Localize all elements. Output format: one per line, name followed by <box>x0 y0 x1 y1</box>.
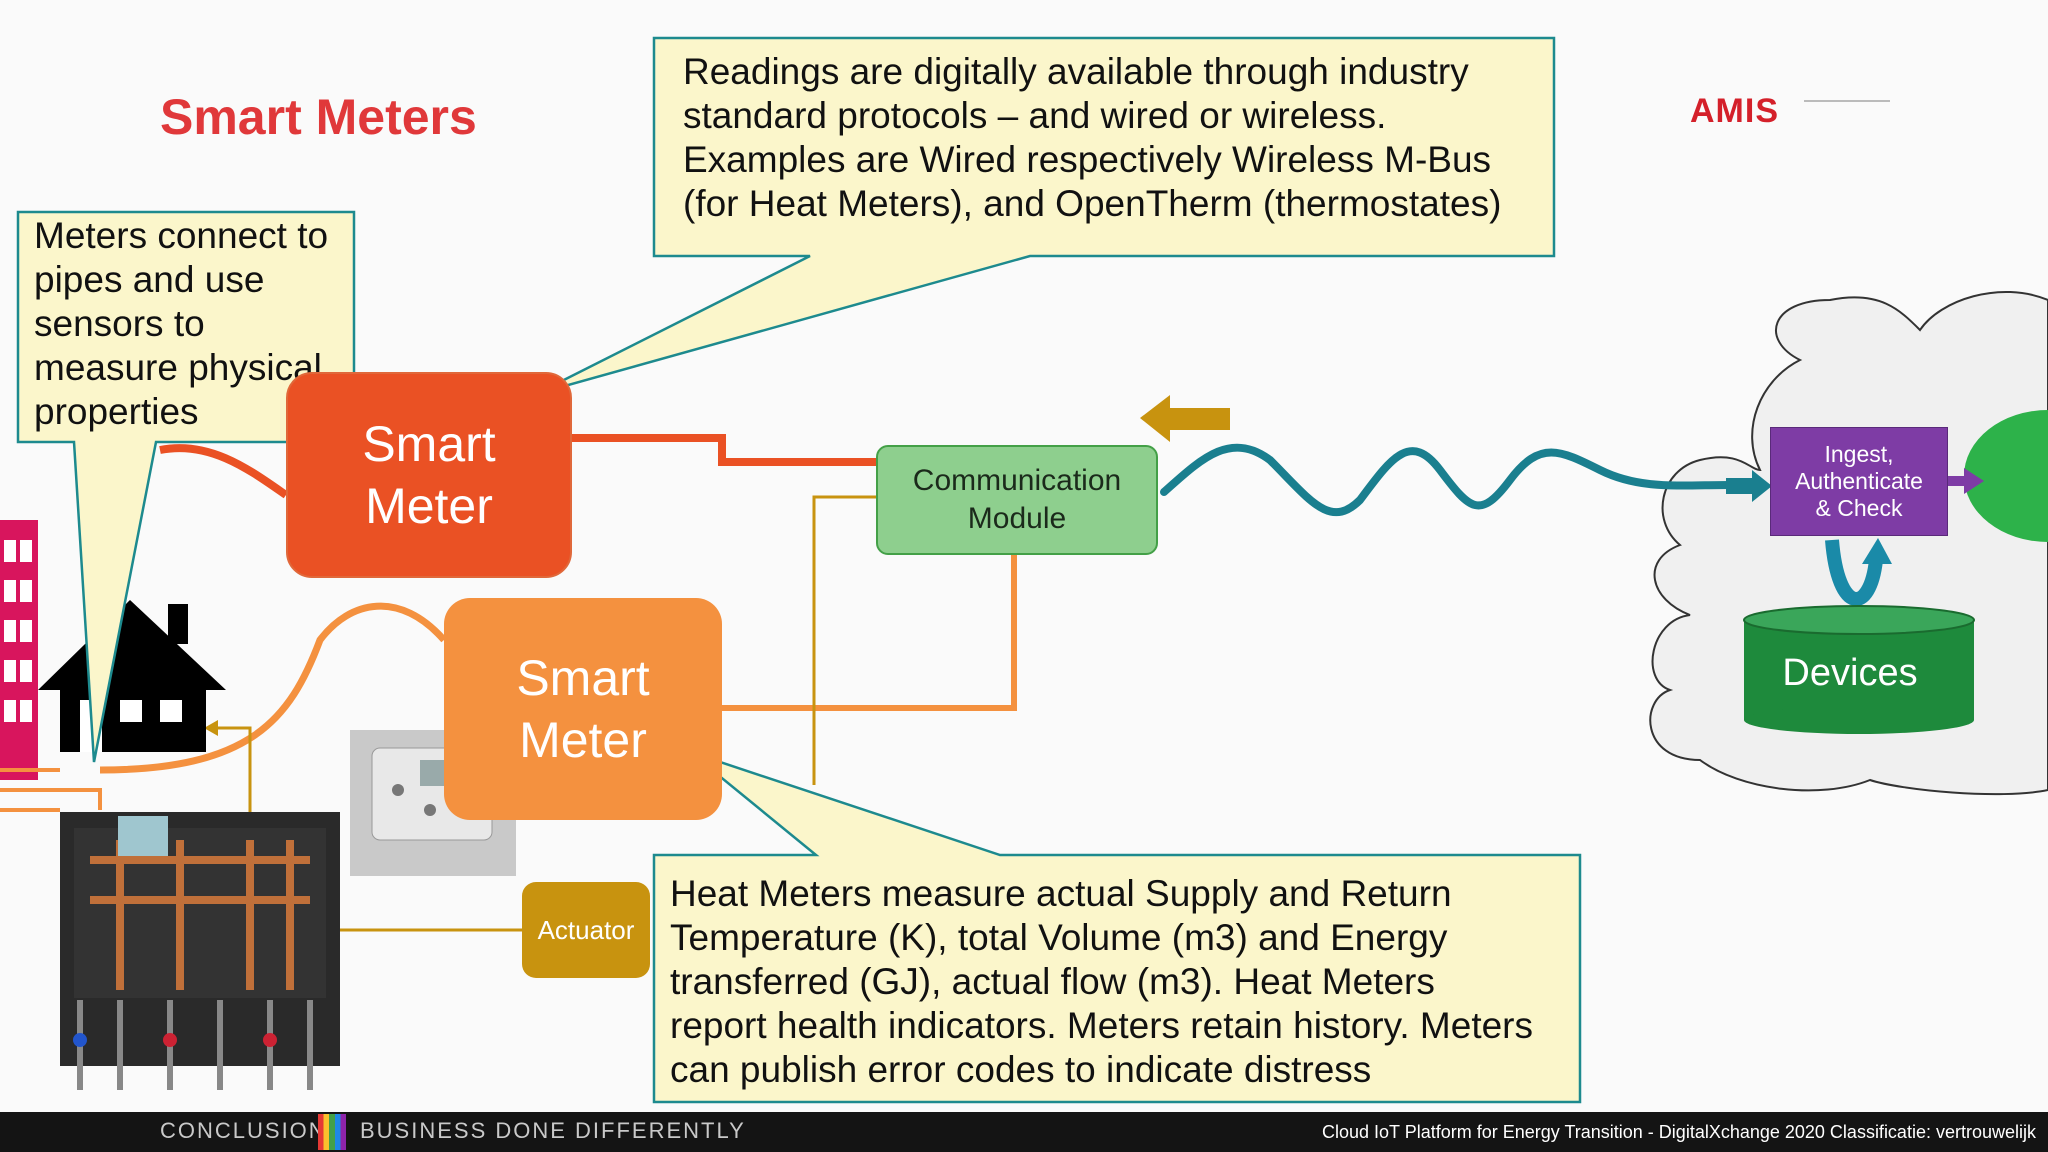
devices-label: Devices <box>1782 652 1918 694</box>
callout-line: Heat Meters measure actual Supply and Re… <box>670 873 1452 914</box>
heat-unit-photo <box>60 812 340 1090</box>
wave-to-ingest-arrow <box>1726 478 1754 494</box>
smart-meter-label: Meter <box>519 712 647 768</box>
smart-meter-label: Smart <box>362 416 496 472</box>
devices-cylinder-top <box>1743 605 1975 635</box>
callout-bottom-text: Heat Meters measure actual Supply and Re… <box>670 872 1533 1092</box>
communication-module-label: Module <box>967 502 1067 535</box>
wave-to-ingest-arrowhead <box>1752 470 1772 502</box>
ingest-devices-loop <box>1825 539 1883 606</box>
footer-tagline: BUSINESS DONE DIFFERENTLY <box>360 1118 746 1143</box>
callout-line: transferred (GJ), actual flow (m3). Heat… <box>670 961 1435 1002</box>
smart-meter-box-1: Smart Meter <box>286 372 572 578</box>
communication-module-label: Communication <box>912 464 1122 497</box>
callout-bottom-shape <box>652 750 1582 1104</box>
smart-meter-box-2: Smart Meter <box>444 598 722 820</box>
actuator-label: Actuator <box>537 914 635 945</box>
actuator-arrowhead <box>204 720 218 736</box>
callout-line: sensors to <box>34 303 205 344</box>
callout-line: (for Heat Meters), and OpenTherm (thermo… <box>683 183 1502 224</box>
ingest-label: & Check <box>1815 495 1903 521</box>
wireless-wave <box>1160 443 1734 517</box>
communication-module-box: Communication Module <box>876 445 1158 555</box>
footer-conclusion: CONCLUSION <box>160 1118 327 1143</box>
smart-meter-label: Meter <box>365 478 493 534</box>
callout-top-text: Readings are digitally available through… <box>683 50 1501 226</box>
callout-left-text: Meters connect to pipes and use sensors … <box>34 214 328 434</box>
callout-line: Examples are Wired respectively Wireless… <box>683 139 1492 180</box>
callout-line: properties <box>34 391 199 432</box>
sm1-to-comm-line <box>568 434 876 466</box>
smart-meter-label: Smart <box>516 650 650 706</box>
sm1-to-house-line <box>159 444 289 499</box>
house-icon <box>38 600 226 752</box>
devices-cylinder-bottom <box>1744 706 1974 734</box>
callout-line: Temperature (K), total Volume (m3) and E… <box>670 917 1448 958</box>
loop-arrowhead <box>1862 538 1892 564</box>
actuator-box: Actuator <box>522 882 650 978</box>
sm2-to-comm-line <box>722 551 1017 711</box>
sm2-to-house-line <box>99 602 447 774</box>
callout-line: Meters connect to <box>34 215 329 256</box>
ingest-box: Ingest, Authenticate & Check <box>1770 427 1948 536</box>
ingest-to-green-arrowhead <box>1964 468 1984 494</box>
footer-info: Cloud IoT Platform for Energy Transition… <box>1322 1122 2036 1142</box>
callout-line: measure physical <box>34 347 322 388</box>
green-node <box>1964 410 2048 542</box>
callout-line: can publish error codes to indicate dist… <box>670 1049 1372 1090</box>
footer-color-bars <box>318 1114 346 1150</box>
callout-line: report health indicators. Meters retain … <box>670 1005 1533 1046</box>
ingest-to-green-arrow <box>1946 476 1966 486</box>
callout-top-shape <box>535 36 1556 396</box>
amis-logo: AMIS <box>1690 92 1779 130</box>
direction-arrow-icon <box>1140 395 1230 442</box>
callout-line: pipes and use <box>34 259 265 300</box>
building-icon <box>0 520 102 812</box>
page-title: Smart Meters <box>160 89 477 145</box>
ingest-label: Ingest, <box>1824 441 1894 467</box>
devices-cylinder-body <box>1744 620 1974 720</box>
logo-rule <box>1804 100 1890 102</box>
ingest-label: Authenticate <box>1795 468 1923 494</box>
callout-line: standard protocols – and wired or wirele… <box>683 95 1387 136</box>
callout-left-shape <box>16 210 356 763</box>
callout-line: Readings are digitally available through… <box>683 51 1469 92</box>
gold-link-line <box>812 495 876 785</box>
